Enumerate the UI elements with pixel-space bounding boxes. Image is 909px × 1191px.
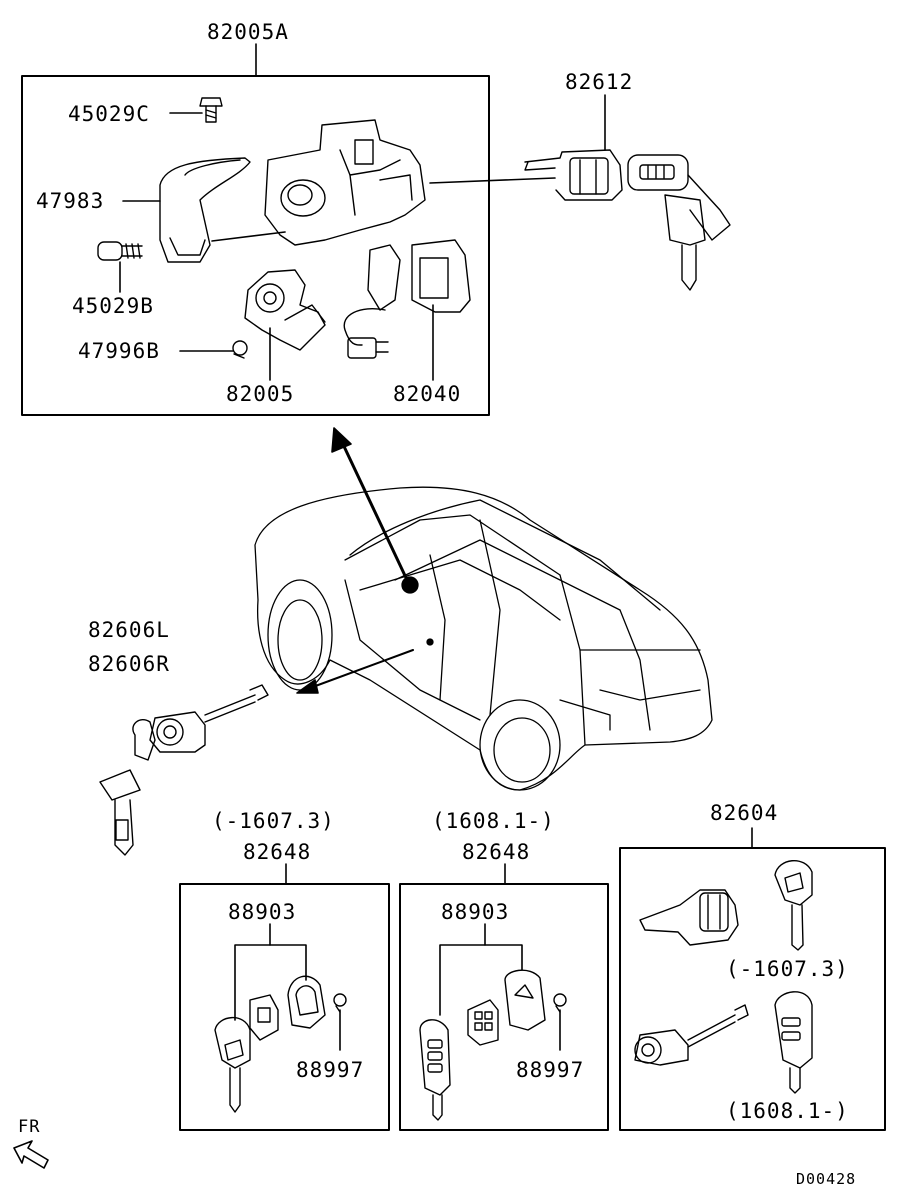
door-lock-cylinder-illustration [99,684,269,856]
part-label-88997-b: 88997 [516,1058,585,1082]
lock-set-illustration [634,860,813,1094]
part-label-88903-b: 88903 [441,900,510,924]
group-box-82005A [21,75,490,416]
part-label-82604: 82604 [710,801,779,825]
part-label-82005: 82005 [226,382,295,406]
front-arrow-icon [13,1140,49,1169]
diagram-id: D00428 [796,1170,857,1188]
part-label-82606L: 82606L [88,618,170,642]
front-indicator-label: FR [18,1117,41,1137]
range-label-b: (1608.1-) [432,809,555,833]
part-label-47996B: 47996B [78,339,160,363]
part-label-47983: 47983 [36,189,105,213]
part-label-45029C: 45029C [68,102,150,126]
part-label-82606R: 82606R [88,652,170,676]
part-label-82648-a: 82648 [243,840,312,864]
group-box-82604 [619,847,886,1131]
part-label-82005A: 82005A [207,20,289,44]
range-label-d: (1608.1-) [726,1099,849,1123]
part-label-82612: 82612 [565,70,634,94]
range-label-c: (-1607.3) [726,957,849,981]
key-cylinder-set-illustration [524,149,731,291]
location-arrows [296,427,414,694]
range-label-a: (-1607.3) [212,809,335,833]
vehicle-outline [254,486,713,791]
part-label-82648-b: 82648 [462,840,531,864]
group-box-82648-a [179,883,390,1131]
part-label-45029B: 45029B [72,294,154,318]
part-label-82040: 82040 [393,382,462,406]
group-box-82648-b [399,883,609,1131]
remote-key-b-illustration [419,969,567,1121]
part-label-88997-a: 88997 [296,1058,365,1082]
ignition-assembly-illustration [97,97,471,359]
part-label-88903-a: 88903 [228,900,297,924]
remote-key-a-illustration [214,975,347,1113]
leader-lines [119,43,753,1051]
